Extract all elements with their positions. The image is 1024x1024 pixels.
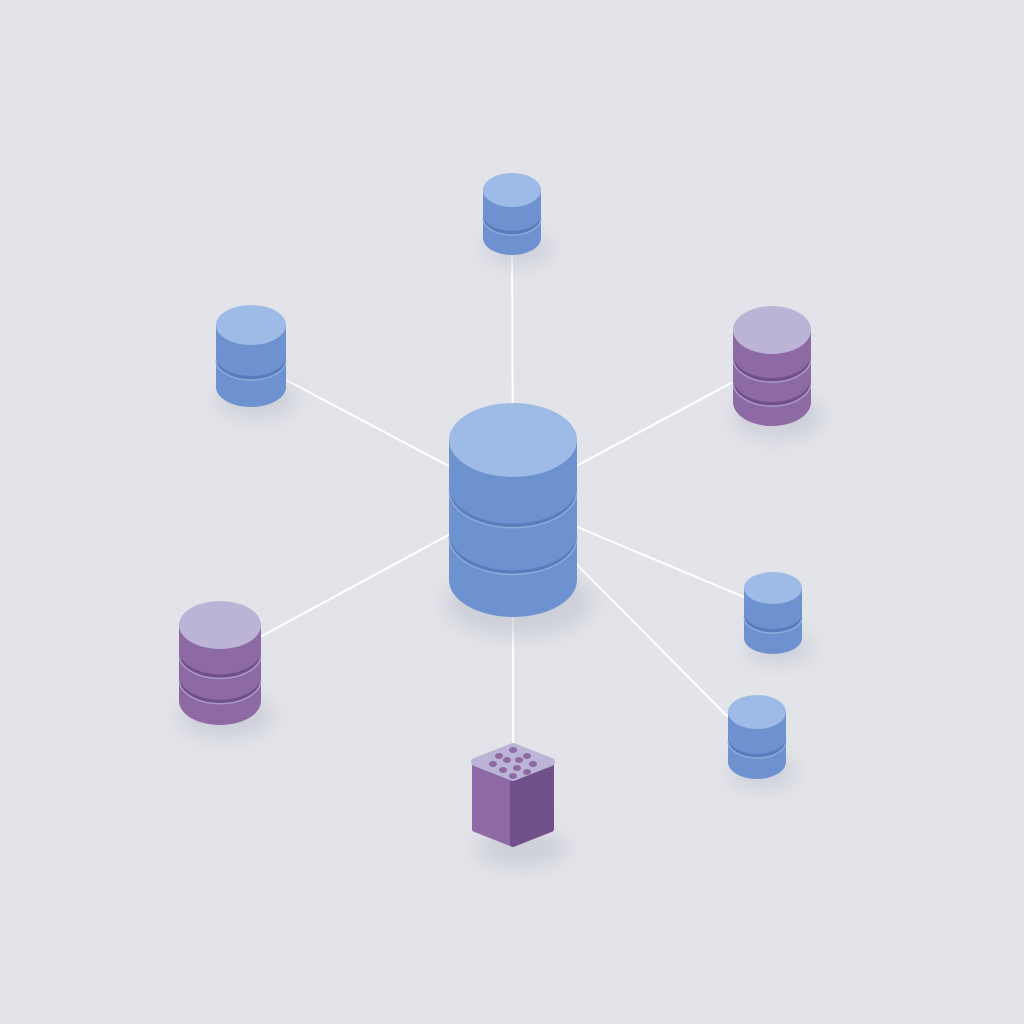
chip-node-bottom (471, 743, 555, 847)
tier-groove (733, 378, 811, 406)
tier-highlight (743, 616, 803, 634)
chip-dot (499, 767, 507, 773)
tier-highlight (448, 537, 578, 576)
diagram-nodes (178, 173, 812, 847)
cylinder-top (483, 173, 541, 207)
cylinder-top (733, 306, 811, 354)
database-node-hub (448, 403, 578, 617)
tier-highlight (448, 490, 578, 529)
cylinder-top (179, 601, 261, 649)
tier-highlight (732, 381, 812, 407)
database-node-upper-left (215, 305, 287, 407)
tier-highlight (178, 654, 262, 680)
chip-dot (509, 747, 517, 753)
tier-groove (733, 354, 811, 382)
cylinder-body (728, 712, 786, 779)
tier-highlight (732, 357, 812, 383)
database-node-top (482, 173, 542, 255)
cylinder-body (744, 588, 802, 654)
database-node-lower-left (178, 601, 262, 725)
tier-groove (744, 613, 802, 633)
cylinder-body (449, 440, 577, 617)
database-node-upper-right (732, 306, 812, 426)
chip-dot (513, 765, 521, 771)
cylinder-top (216, 305, 286, 345)
chip-dot (489, 761, 497, 767)
cylinder-body (216, 325, 286, 407)
cylinder-top (449, 403, 577, 477)
chip-dot (515, 757, 523, 763)
database-node-right (743, 572, 803, 654)
tier-groove (216, 356, 286, 380)
tier-groove (179, 650, 261, 679)
chip-dot (529, 761, 537, 767)
cylinder-top (728, 695, 786, 729)
cylinder-top (744, 572, 802, 604)
chip-dot (509, 773, 517, 779)
tier-highlight (215, 359, 287, 381)
database-node-lower-right (727, 695, 787, 779)
tier-highlight (178, 679, 262, 705)
tier-highlight (727, 740, 787, 759)
tier-groove (179, 675, 261, 704)
chip-dot (503, 757, 511, 763)
cylinder-body (483, 190, 541, 255)
chip-dot (495, 753, 503, 759)
tier-highlight (482, 217, 542, 236)
tier-groove (728, 737, 786, 758)
chip-dot (523, 769, 531, 775)
tier-groove (483, 214, 541, 235)
chip-dot (523, 753, 531, 759)
